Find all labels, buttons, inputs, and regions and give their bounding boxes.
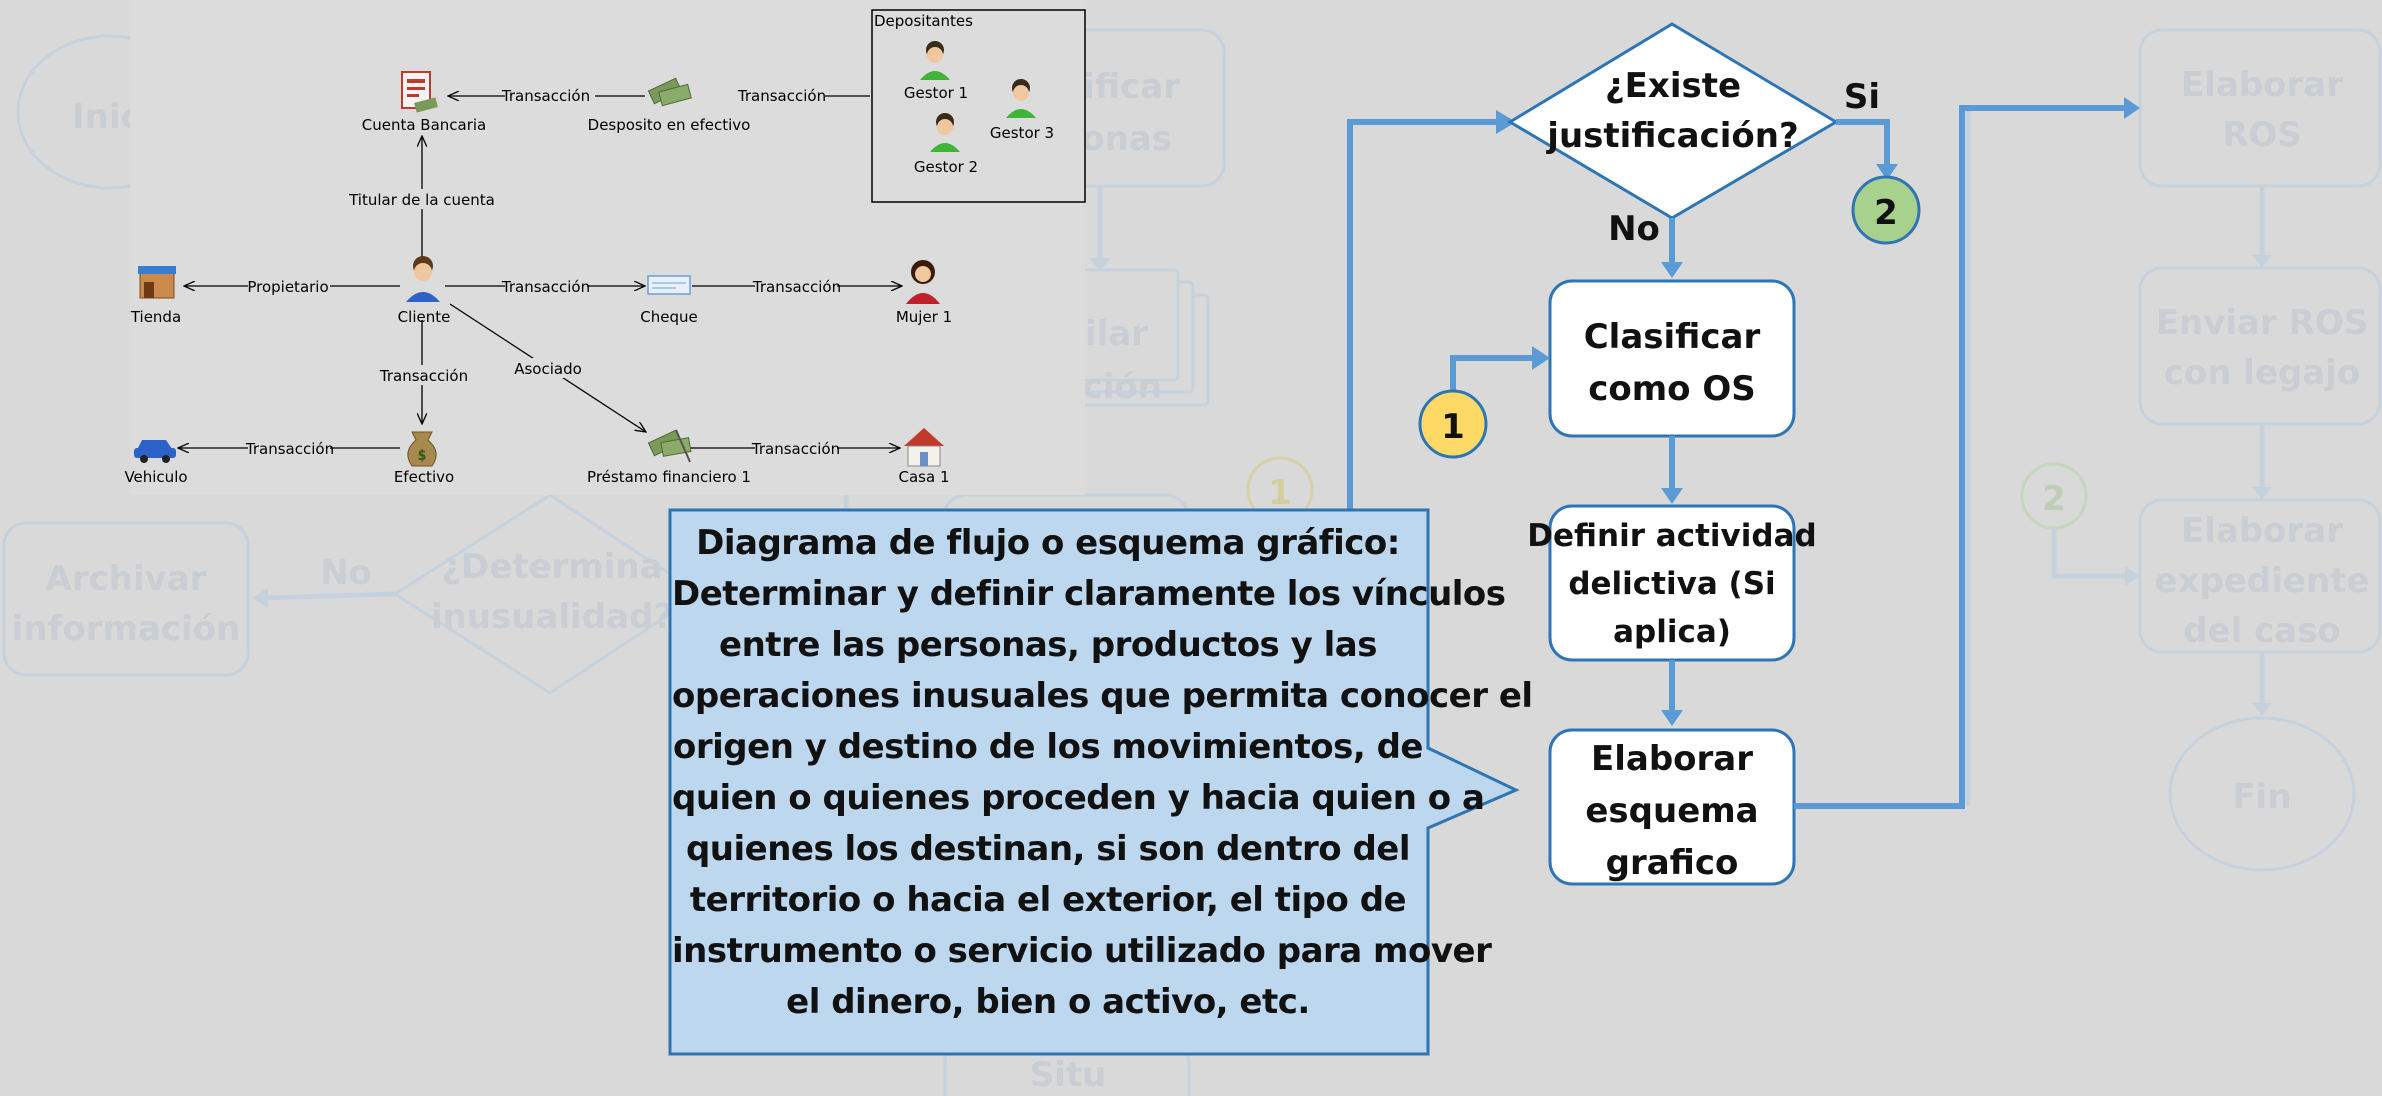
cash-deposit-icon xyxy=(647,77,692,107)
clasificar-line2: como OS xyxy=(1588,369,1756,409)
edge-label-transaccion: Transacción xyxy=(501,87,590,105)
connector-1 xyxy=(1418,389,1488,459)
bg-archive-line1: Archivar xyxy=(46,559,207,599)
decision-line1: ¿Existe xyxy=(1605,66,1741,106)
clasificar-line1: Clasificar xyxy=(1584,317,1761,357)
connector-1-label: 1 xyxy=(1441,407,1465,447)
person-icon xyxy=(930,113,960,152)
no-label: No xyxy=(1608,209,1660,249)
bg-end-label: Fin xyxy=(2232,777,2291,817)
clasificar-box xyxy=(1548,279,1796,438)
callout-line: quienes los destinan, si son dentro del xyxy=(685,829,1411,869)
node-gestor1: Gestor 1 xyxy=(904,84,968,102)
callout-line: instrumento o servicio utilizado para mo… xyxy=(672,931,1492,971)
esquema-line1: Elaborar xyxy=(1591,739,1753,779)
callout-line: Determinar y definir claramente los vínc… xyxy=(672,574,1506,614)
client-person-icon xyxy=(406,256,440,302)
bank-account-icon xyxy=(401,71,438,113)
callout-line: territorio o hacia el exterior, el tipo … xyxy=(689,880,1407,920)
callout-heading: Diagrama de flujo o esquema gráfico: xyxy=(696,523,1400,563)
depositantes-group xyxy=(871,9,1086,203)
callout-text: Diagrama de flujo o esquema gráfico: Det… xyxy=(672,518,1533,1028)
bg-situ-label: Situ xyxy=(1030,1055,1107,1095)
bg-exp-line1: Elaborar xyxy=(2181,511,2343,551)
edge-label-transaccion: Transacción xyxy=(737,87,826,105)
flow-line-connector1 xyxy=(1450,355,1534,392)
person-icon xyxy=(1006,79,1036,118)
connector-2 xyxy=(1851,175,1921,245)
bg-decision-line1: ¿Determina xyxy=(441,547,662,587)
node-efectivo: Efectivo xyxy=(394,468,454,486)
node-cheque: Cheque xyxy=(640,308,697,326)
bg-arrow-no-archive xyxy=(261,591,396,601)
woman-person-icon xyxy=(906,260,940,304)
node-gestor2: Gestor 2 xyxy=(914,158,978,176)
si-label: Si xyxy=(1844,77,1880,117)
cheque-icon xyxy=(647,275,691,295)
bg-ros-line2: ROS xyxy=(2222,115,2302,155)
car-icon xyxy=(134,440,176,463)
bg-end-oval xyxy=(2168,716,2356,872)
loan-icon xyxy=(647,429,692,463)
callout-line: operaciones inusuales que permita conoce… xyxy=(672,676,1533,716)
node-gestor3: Gestor 3 xyxy=(990,124,1054,142)
connector-2-label: 2 xyxy=(1874,193,1898,233)
bg-exp-line2: expediente xyxy=(2155,561,2370,601)
store-icon xyxy=(138,266,176,299)
edge-label-asociado: Asociado xyxy=(514,360,582,378)
edge-label-transaccion: Transacción xyxy=(245,440,334,458)
edge-label-propietario: Propietario xyxy=(247,278,328,296)
bg-connector-1-label: 1 xyxy=(1268,473,1292,513)
edge-label-transaccion: Transacción xyxy=(752,278,841,296)
callout-line: quien o quienes proceden y hacia quien o… xyxy=(672,778,1485,818)
bg-exp-line3: del caso xyxy=(2183,611,2341,651)
node-casa1: Casa 1 xyxy=(899,468,950,486)
depositantes-title: Depositantes xyxy=(874,12,973,30)
bg-justify-line1: tificar xyxy=(1067,67,1180,107)
svg-text:$: $ xyxy=(418,448,427,464)
esquema-line2: esquema xyxy=(1585,791,1758,831)
definir-line2: delictiva (Si xyxy=(1568,566,1775,602)
node-cuenta-bancaria: Cuenta Bancaria xyxy=(362,116,487,134)
bg-connector-2-label: 2 xyxy=(2042,479,2066,519)
node-cliente: Cliente xyxy=(398,308,451,326)
node-tienda: Tienda xyxy=(130,308,181,326)
flow-line-to-decision xyxy=(1347,119,1500,510)
node-prestamo: Préstamo financiero 1 xyxy=(587,468,751,486)
flow-line-to-ros xyxy=(1794,105,2128,809)
bg-send-line2: con legajo xyxy=(2164,353,2361,393)
node-deposito: Desposito en efectivo xyxy=(588,116,751,134)
bg-ros-line1: Elaborar xyxy=(2181,65,2343,105)
node-mujer1: Mujer 1 xyxy=(896,308,952,326)
decision-line2: justificación? xyxy=(1545,116,1798,156)
callout-line: origen y destino de los movimientos, de xyxy=(673,727,1423,767)
network-background xyxy=(130,0,1085,495)
flow-line-si xyxy=(1836,119,1890,166)
edge-label-titular: Titular de la cuenta xyxy=(348,191,495,209)
definir-line3: aplica) xyxy=(1613,614,1731,650)
callout-bubble xyxy=(668,508,1520,1056)
esquema-line3: grafico xyxy=(1606,843,1739,883)
edge-label-transaccion: Transacción xyxy=(379,367,468,385)
bg-no-label: No xyxy=(320,553,372,593)
bg-decision-line2: inusualidad? xyxy=(431,597,673,637)
node-vehiculo: Vehiculo xyxy=(124,468,187,486)
bg-archive-line2: información xyxy=(12,609,241,649)
definir-line1: Definir actividad xyxy=(1527,518,1816,554)
bg-start-label: Inic xyxy=(72,97,141,137)
bg-decision-diamond xyxy=(392,493,703,695)
money-bag-icon: $ xyxy=(407,431,437,467)
bg-archive-box xyxy=(2,521,250,677)
person-icon xyxy=(920,41,950,80)
edge-label-transaccion: Transacción xyxy=(751,440,840,458)
callout-line: entre las personas, productos y las xyxy=(719,625,1377,665)
bg-send-line1: Enviar ROS xyxy=(2156,303,2368,343)
house-icon xyxy=(904,428,944,467)
callout-line: el dinero, bien o activo, etc. xyxy=(786,982,1310,1022)
edge-label-transaccion: Transacción xyxy=(501,278,590,296)
